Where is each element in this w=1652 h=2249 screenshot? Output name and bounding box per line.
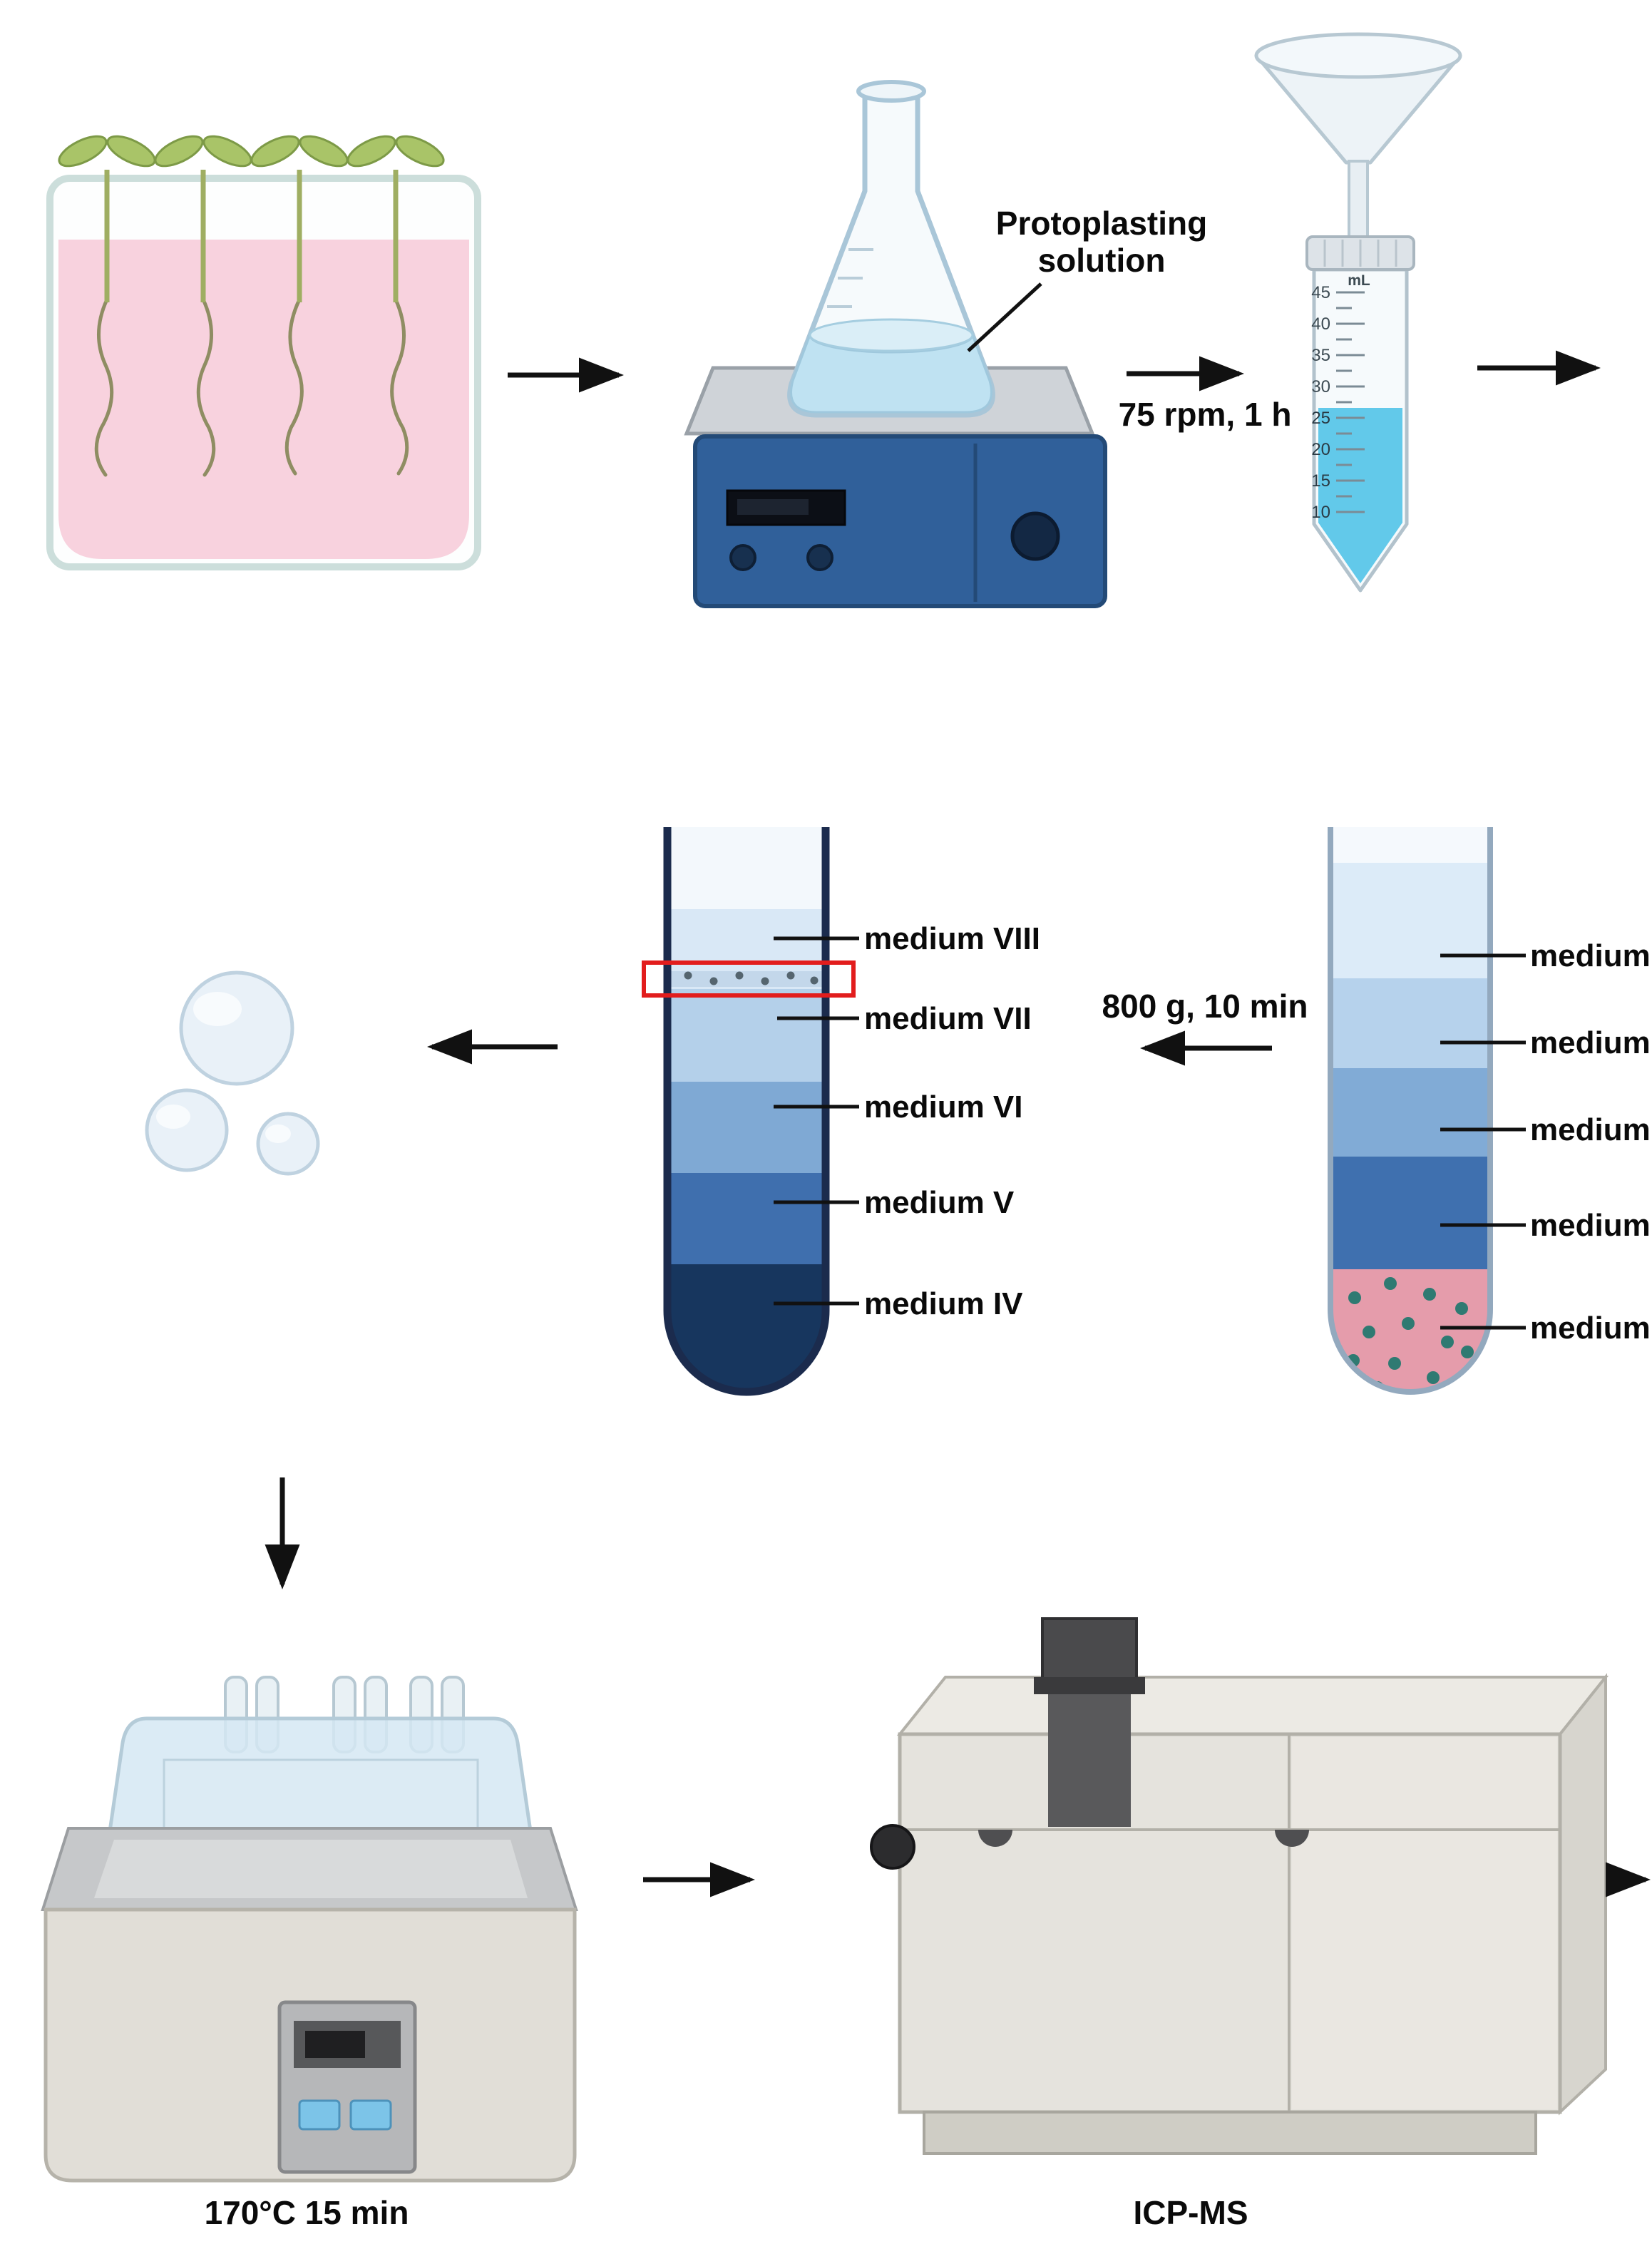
left-tube-layer-label: medium VII (864, 1001, 1032, 1036)
erlenmeyer-flask (787, 80, 995, 418)
water-bath-control-panel (277, 2000, 417, 2174)
tube-graduation: 30 (1311, 377, 1330, 396)
left-tube-pointer-lines (774, 936, 859, 1306)
protoplast-band-dots (684, 971, 819, 985)
right-tube-layer-label: medium V (1530, 1208, 1652, 1243)
protoplasting-solution-label: Protoplasting solution (995, 205, 1208, 279)
seedling-tray (46, 135, 481, 570)
tube-liquid (1318, 408, 1402, 583)
centrifuge-tube-50ml: mL 45 40 35 30 25 20 15 10 (1305, 235, 1415, 593)
stirring-condition-label: 75 rpm, 1 h (1118, 396, 1292, 433)
right-tube-layer-label: medium VI (1530, 1112, 1652, 1147)
water-bath-button (298, 2099, 341, 2131)
pink-medium (58, 240, 469, 559)
tube-graduation: 45 (1311, 283, 1330, 302)
right-tube-pointer-lines (1440, 953, 1526, 1330)
protoplast-band-highlight (642, 960, 856, 998)
flask-pointer-line (967, 282, 1042, 352)
icpms-side-knob (870, 1824, 915, 1870)
right-tube-layer-label: medium VIII (1530, 938, 1652, 973)
gradient-tube-after (642, 827, 859, 1396)
left-tube-layer-label: medium V (864, 1185, 1015, 1220)
tube-graduation: 35 (1311, 346, 1330, 365)
tube-graduation: 25 (1311, 409, 1330, 428)
tube-graduation: 40 (1311, 314, 1330, 334)
digestion-condition-label: 170°C 15 min (204, 2194, 409, 2231)
right-tube-layer-label: medium IV (1530, 1311, 1652, 1346)
stirrer-knob (806, 544, 833, 571)
left-tube-layer-label: medium VIII (864, 921, 1040, 956)
tube-graduation: 20 (1311, 440, 1330, 459)
seedling (347, 135, 445, 476)
stirrer-knob (729, 544, 756, 571)
tube-graduation-ticks (1336, 291, 1365, 513)
right-tube-layer-label: medium VII (1530, 1025, 1652, 1060)
icpms-torch-stack (1041, 1617, 1138, 1689)
protoplasts (145, 970, 320, 1176)
tube-unit-label: mL (1348, 272, 1370, 289)
water-bath-button (349, 2099, 392, 2131)
centrifugation-condition-label: 800 g, 10 min (1102, 988, 1308, 1025)
stirrer-speed-knob (1010, 511, 1060, 561)
tube-graduation: 10 (1311, 503, 1330, 522)
gradient-tube-before (1328, 827, 1526, 1395)
left-tube-layer-label: medium VI (864, 1090, 1023, 1124)
funnel (1254, 32, 1462, 245)
seedling (58, 135, 156, 477)
seedling (250, 135, 349, 476)
tube-graduation: 15 (1311, 471, 1330, 491)
seedling (154, 135, 252, 477)
icp-ms-instrument (870, 1617, 1609, 2155)
icpms-label: ICP-MS (1133, 2194, 1248, 2231)
left-tube-layer-label: medium IV (864, 1286, 1023, 1321)
water-bath (41, 1676, 578, 2183)
